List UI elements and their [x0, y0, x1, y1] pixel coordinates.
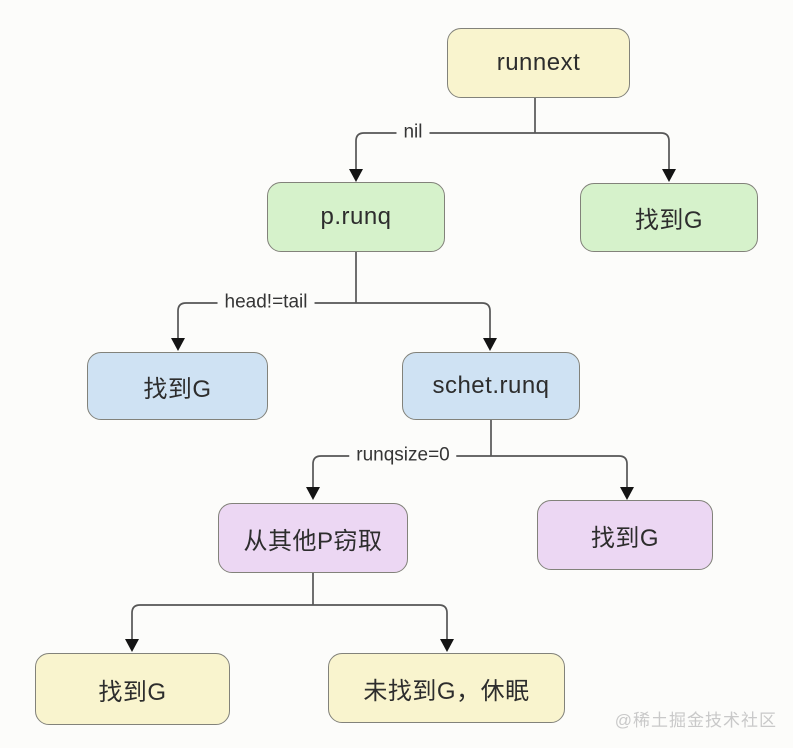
node-found-g-mid: 找到G — [87, 352, 268, 420]
edge-label-runqsize-0: runqsize=0 — [349, 444, 457, 468]
node-p-runq: p.runq — [267, 182, 445, 252]
node-runnext: runnext — [447, 28, 630, 98]
arrowhead-foundg-bottom — [125, 639, 139, 652]
node-found-g-top: 找到G — [580, 183, 758, 252]
arrowhead-prunq — [349, 169, 363, 182]
node-steal-from-other-p: 从其他P窃取 — [218, 503, 408, 573]
arrowhead-foundg-right — [620, 487, 634, 500]
edge-runnext-foundg — [535, 132, 670, 173]
edge-prunq-schetrunq — [356, 302, 491, 341]
arrowhead-schetrunq — [483, 338, 497, 351]
edge-label-head-not-tail: head!=tail — [217, 291, 315, 315]
edge-schetrunq-foundg — [491, 455, 628, 490]
node-schet-runq: schet.runq — [402, 352, 580, 420]
arrowhead-foundg-top — [662, 169, 676, 182]
watermark: @稀土掘金技术社区 — [614, 711, 777, 730]
node-not-found-g-sleep: 未找到G，休眠 — [328, 653, 565, 723]
arrowhead-sleep — [440, 639, 454, 652]
edge-label-nil: nil — [396, 121, 430, 145]
edge-runnext-prunq — [355, 132, 535, 172]
arrowhead-foundg-mid — [171, 338, 185, 351]
node-found-g-right: 找到G — [537, 500, 713, 570]
node-found-g-bottom: 找到G — [35, 653, 230, 725]
edge-steal-foundg — [131, 604, 313, 642]
arrowhead-steal — [306, 487, 320, 500]
edge-steal-sleep — [313, 604, 448, 642]
